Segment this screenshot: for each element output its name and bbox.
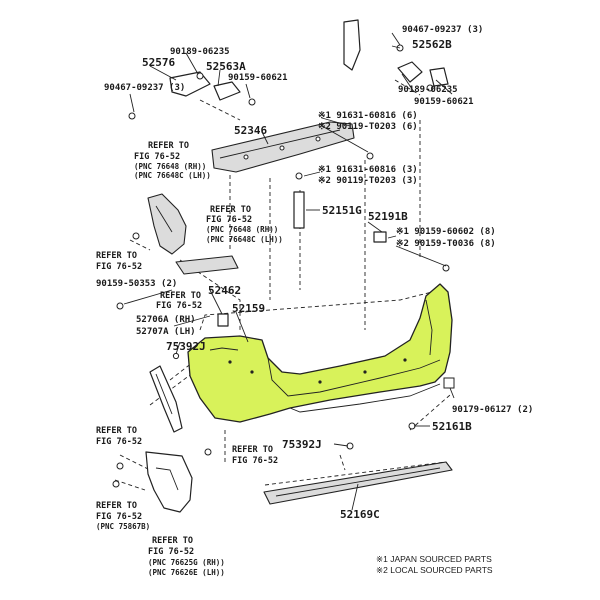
- ref-7-fig: FIG 76-52: [96, 512, 142, 522]
- label-90159-T0036: ※2 90159-T0036 (8): [396, 239, 496, 249]
- left-side-support: [147, 193, 239, 275]
- label-52161B: 52161B: [432, 420, 472, 433]
- label-91631-b: ※1 91631-60816 (3): [318, 165, 418, 175]
- label-90159-60602: ※1 90159-60602 (8): [396, 227, 496, 237]
- label-90119-b: ※2 90119-T0203 (3): [318, 176, 418, 186]
- ref-8-fig: FIG 76-52: [148, 547, 194, 557]
- side-pad: [217, 313, 229, 327]
- part-labels: 90467-09237 (3) 52562B 90189-06235 52576…: [96, 25, 533, 521]
- mudguard: [112, 451, 193, 513]
- rear-bumper-cover: [187, 283, 453, 423]
- label-91631-a: ※1 91631-60816 (6): [318, 111, 418, 121]
- label-90119-a: ※2 90119-T0203 (6): [318, 122, 418, 132]
- label-52563A: 52563A: [206, 60, 246, 73]
- label-52346: 52346: [234, 124, 267, 137]
- label-52159: 52159: [232, 302, 265, 315]
- ref-1-pnc2: (PNC 76648C (LH)): [134, 171, 211, 180]
- left-upper-spacer: [128, 71, 256, 120]
- ref-4-fig: FIG 76-52: [156, 301, 202, 311]
- label-90159-60621-left: 90159-60621: [228, 73, 288, 83]
- label-90467-left: 90467-09237 (3): [104, 83, 185, 93]
- ref-2-fig: FIG 76-52: [206, 215, 252, 225]
- ref-7-title: REFER TO: [96, 501, 137, 511]
- ref-8-pnc1: (PNC 76625G (RH)): [148, 558, 225, 567]
- ref-6-title: REFER TO: [232, 445, 273, 455]
- ref-3-fig: FIG 76-52: [96, 262, 142, 272]
- bumper-retainer-upper: [211, 121, 355, 173]
- label-52707A: 52707A (LH): [136, 327, 196, 337]
- side-trim-rail: [149, 365, 183, 433]
- reference-labels: REFER TO FIG 76-52 (PNC 76648 (RH)) (PNC…: [96, 141, 283, 577]
- leader-lines: [123, 32, 455, 511]
- label-75392J-top: 75392J: [166, 340, 206, 353]
- label-52576: 52576: [142, 56, 175, 69]
- ref-7-pnc: (PNC 75867B): [96, 522, 150, 531]
- center-stay: [293, 172, 305, 229]
- label-75392J-bottom: 75392J: [282, 438, 322, 451]
- ref-8-title: REFER TO: [152, 536, 193, 546]
- label-90189-left: 90189-06235: [170, 47, 230, 57]
- ref-1-fig: FIG 76-52: [134, 152, 180, 162]
- ref-8-pnc2: (PNC 76626E (LH)): [148, 568, 225, 577]
- legend: ※1 JAPAN SOURCED PARTS ※2 LOCAL SOURCED …: [376, 554, 493, 575]
- ref-5-fig: FIG 76-52: [96, 437, 142, 447]
- label-90159-60621-right: 90159-60621: [414, 97, 474, 107]
- legend-japan-sourced: ※1 JAPAN SOURCED PARTS: [376, 554, 492, 564]
- lower-spoiler: [263, 461, 453, 505]
- ref-1-title: REFER TO: [148, 141, 189, 151]
- ref-5-title: REFER TO: [96, 426, 137, 436]
- retainer-clip: [373, 231, 387, 243]
- label-52151G: 52151G: [322, 204, 362, 217]
- label-52169C: 52169C: [340, 508, 380, 521]
- ref-3-title: REFER TO: [96, 251, 137, 261]
- ref-2-pnc1: (PNC 76648 (RH)): [206, 225, 278, 234]
- label-90159-50353: 90159-50353 (2): [96, 279, 177, 289]
- label-90179: 90179-06127 (2): [452, 405, 533, 415]
- ref-6-fig: FIG 76-52: [232, 456, 278, 466]
- label-52706A: 52706A (RH): [136, 315, 196, 325]
- ref-4-title: REFER TO: [160, 291, 201, 301]
- bumper-cover-shape: [187, 283, 453, 423]
- label-52191B: 52191B: [368, 210, 408, 223]
- label-90189-right: 90189-06235: [398, 85, 458, 95]
- ref-2-title: REFER TO: [210, 205, 251, 215]
- label-52462: 52462: [208, 284, 241, 297]
- label-90467-top: 90467-09237 (3): [402, 25, 483, 35]
- legend-local-sourced: ※2 LOCAL SOURCED PARTS: [376, 565, 493, 575]
- ref-2-pnc2: (PNC 76648C (LH)): [206, 235, 283, 244]
- label-52562B: 52562B: [412, 38, 452, 51]
- ref-1-pnc1: (PNC 76648 (RH)): [134, 162, 206, 171]
- right-upper-spacer: [343, 19, 450, 272]
